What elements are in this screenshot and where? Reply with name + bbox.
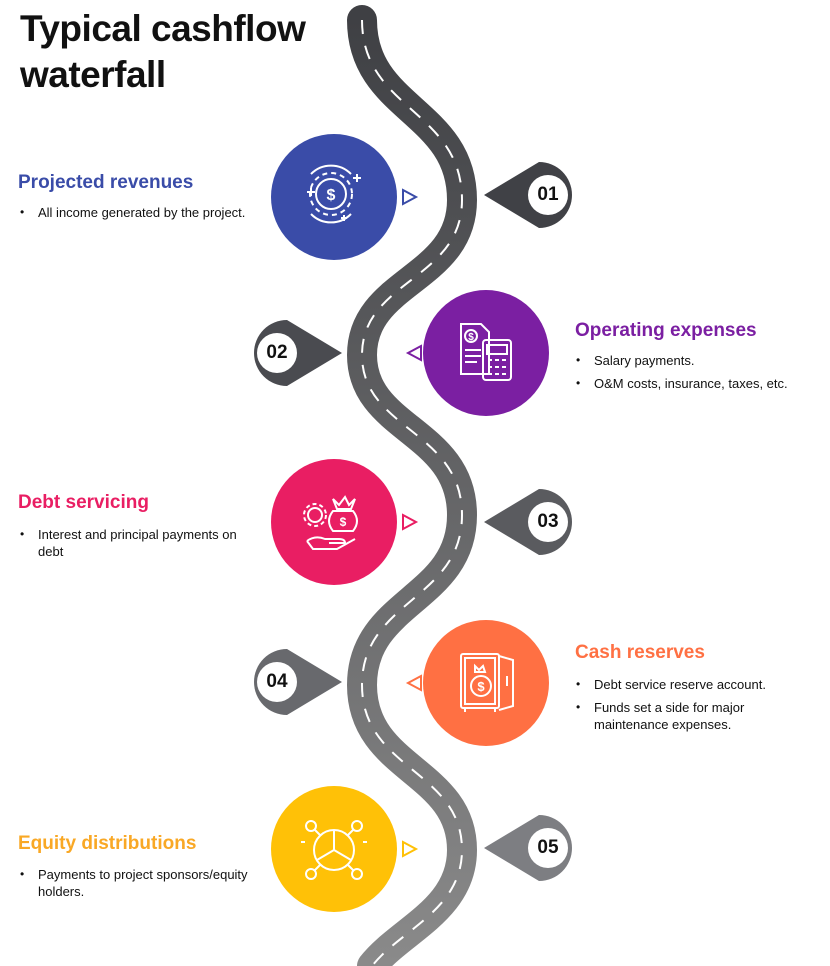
stage-5-pointer [402, 840, 419, 858]
stage-1-heading: Projected revenues [18, 172, 194, 193]
stage-2-circle: $ [423, 290, 549, 416]
svg-text:$: $ [327, 187, 336, 204]
stage-2-bullets: Salary payments. O&M costs, insurance, t… [576, 352, 816, 398]
svg-text:$: $ [468, 332, 474, 343]
stage-1-circle: $ [271, 134, 397, 260]
safe-money-bag-icon: $ [460, 653, 514, 712]
stage-4-heading: Cash reserves [575, 642, 705, 663]
stage-3-heading: Debt servicing [18, 492, 149, 513]
stage-4-pin: 04 [244, 647, 342, 717]
stage-3-bullets: Interest and principal payments on debt [20, 526, 260, 566]
stage-3-number: 03 [537, 511, 559, 532]
list-item: Debt service reserve account. [576, 676, 786, 693]
stage-2-number: 02 [266, 342, 288, 363]
revenue-gear-icon: $ [307, 164, 361, 224]
stage-5-heading: Equity distributions [18, 833, 197, 854]
stage-5-pin: 05 [484, 813, 572, 883]
stage-4-bullets: Debt service reserve account. Funds set … [576, 676, 786, 739]
stage-1-pointer [402, 188, 419, 206]
svg-text:$: $ [340, 515, 347, 529]
stage-2-heading: Operating expenses [575, 320, 757, 341]
stage-5-circle [271, 786, 397, 912]
hand-money-bag-icon: $ [303, 495, 358, 550]
stage-5-number: 05 [537, 837, 559, 858]
list-item: Interest and principal payments on debt [20, 526, 260, 560]
title-line-2: waterfall [20, 54, 166, 95]
invoice-calculator-icon: $ [460, 323, 512, 381]
stage-1-pin: 01 [484, 160, 572, 230]
stage-3-pin: 03 [484, 487, 572, 557]
stage-2-pointer [405, 344, 422, 362]
list-item: Salary payments. [576, 352, 816, 369]
title-line-1: Typical cashflow [20, 8, 306, 49]
list-item: All income generated by the project. [20, 204, 270, 221]
stage-4-pointer [405, 674, 422, 692]
list-item: O&M costs, insurance, taxes, etc. [576, 375, 816, 392]
svg-text:$: $ [477, 679, 485, 694]
stage-2-pin: 02 [244, 318, 342, 388]
stage-5-bullets: Payments to project sponsors/equity hold… [20, 866, 270, 906]
pie-network-icon [301, 820, 367, 880]
stage-1-number: 01 [537, 184, 559, 205]
list-item: Funds set a side for major maintenance e… [576, 699, 786, 733]
stage-1-bullets: All income generated by the project. [20, 204, 270, 227]
stage-3-pointer [402, 513, 419, 531]
stage-3-circle: $ [271, 459, 397, 585]
stage-4-number: 04 [266, 671, 288, 692]
stage-4-circle: $ [423, 620, 549, 746]
list-item: Payments to project sponsors/equity hold… [20, 866, 270, 900]
page-title: Typical cashflow waterfall [20, 6, 306, 98]
